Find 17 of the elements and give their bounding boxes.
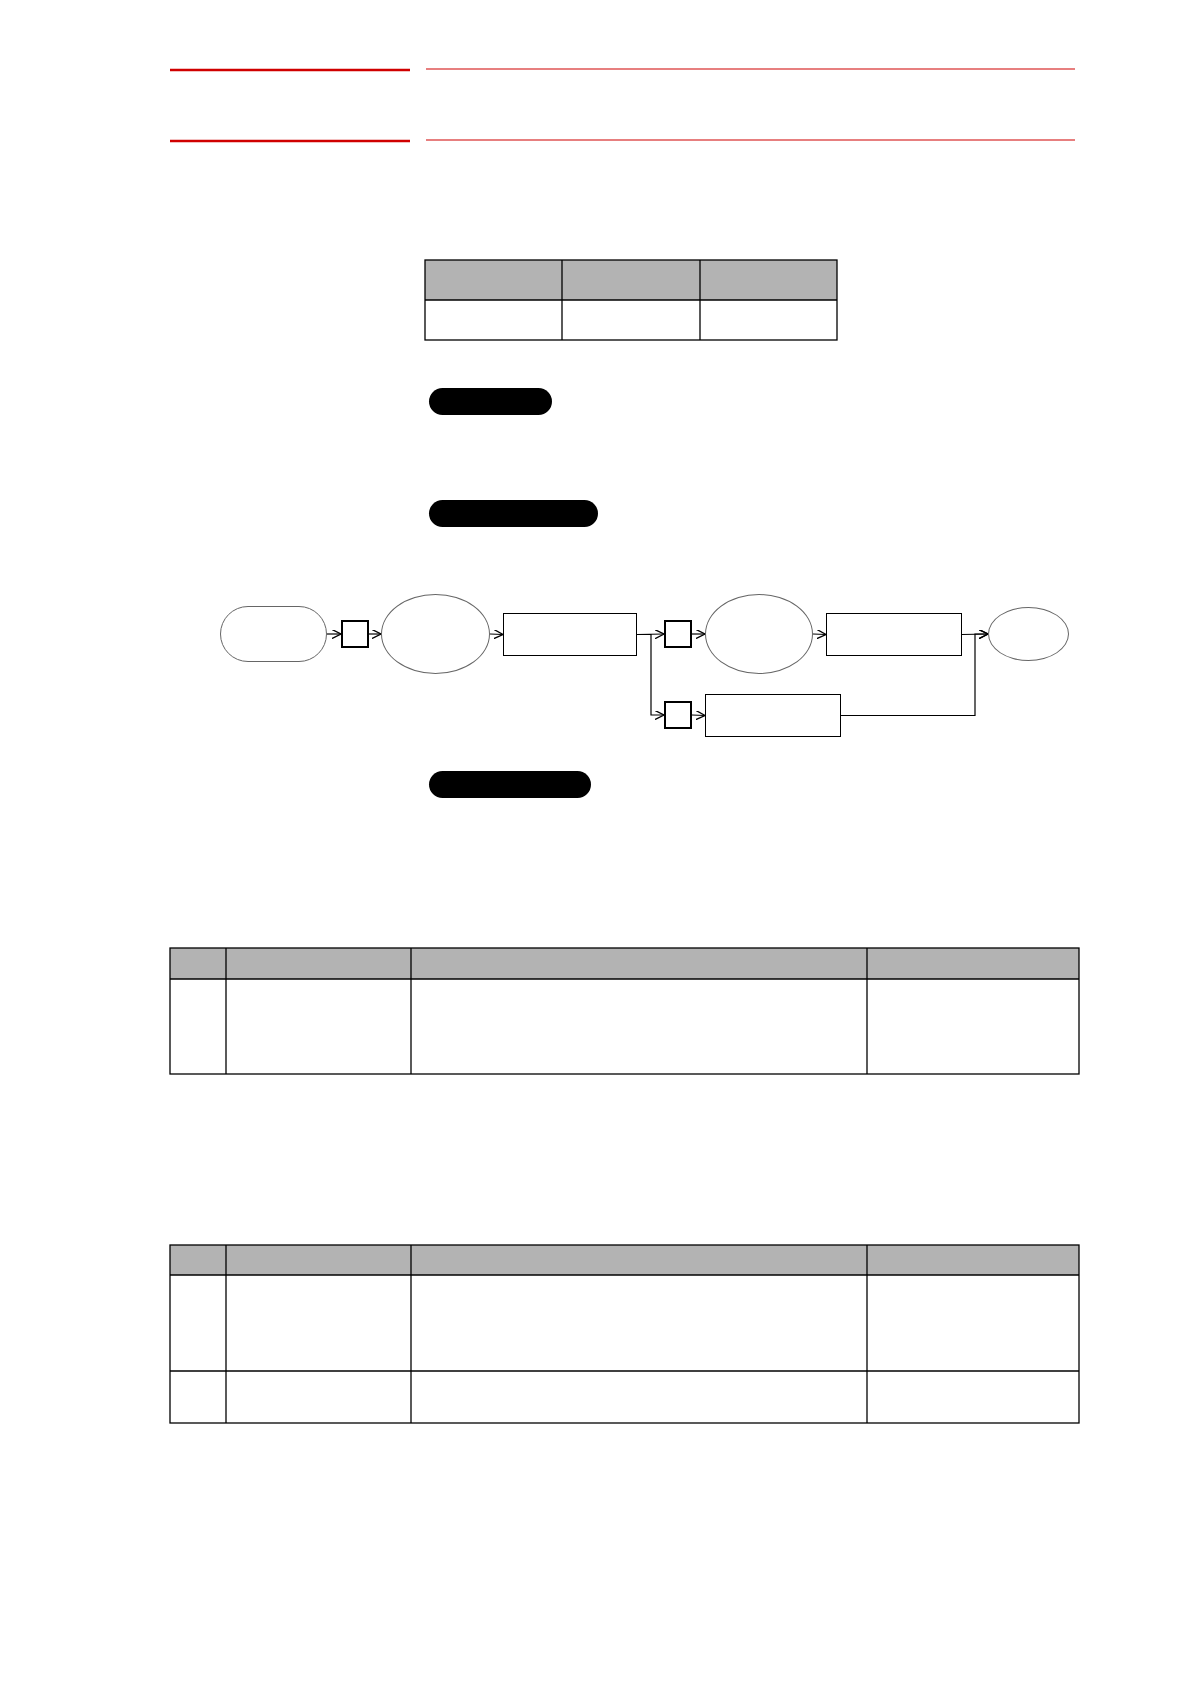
arrow bbox=[326, 628, 342, 640]
heading-pill bbox=[429, 388, 552, 415]
arrow bbox=[812, 629, 827, 640]
small-box bbox=[341, 620, 369, 648]
arrow bbox=[840, 628, 989, 717]
process-box bbox=[503, 613, 637, 656]
arrow bbox=[489, 629, 504, 640]
arrow bbox=[368, 628, 382, 640]
process-box bbox=[826, 613, 962, 656]
heading-pill bbox=[429, 771, 591, 798]
arrow bbox=[636, 633, 665, 721]
process-box bbox=[705, 694, 841, 737]
arrow bbox=[691, 710, 706, 721]
heading-pill bbox=[429, 500, 598, 527]
small-box bbox=[664, 620, 692, 648]
small-box bbox=[664, 701, 692, 729]
arrow bbox=[691, 628, 706, 640]
